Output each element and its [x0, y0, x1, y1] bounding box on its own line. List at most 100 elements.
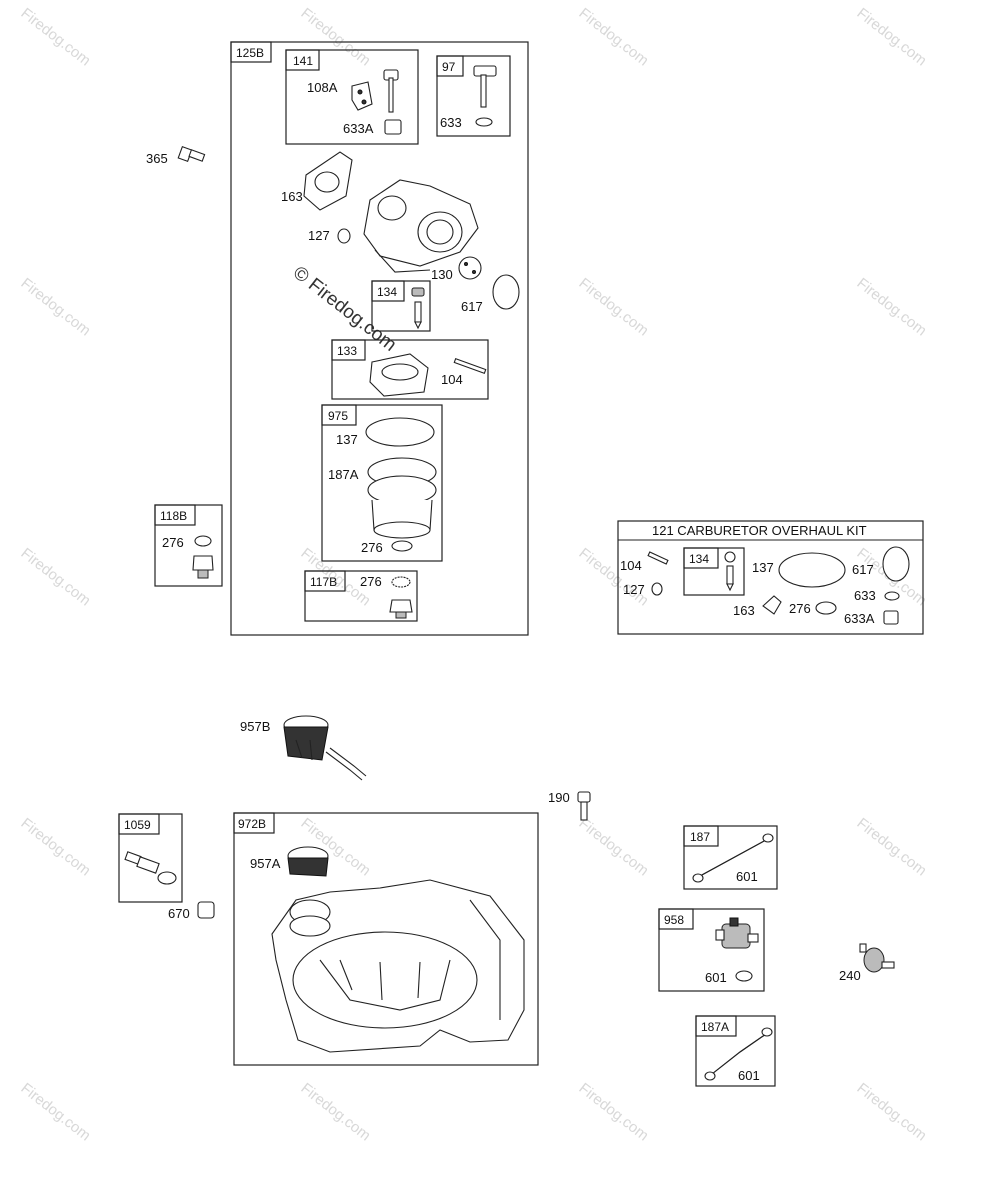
part-label: 163: [733, 603, 755, 618]
part-label: 670: [168, 906, 190, 921]
part-label: 617: [461, 299, 483, 314]
group-box-141: [285, 49, 419, 145]
group-tag-187: 187: [690, 830, 710, 844]
group-box-975: [321, 404, 443, 562]
part-134-needle: [724, 551, 736, 592]
part-163: [303, 151, 353, 211]
part-957A-cap: [287, 846, 329, 877]
watermark: Firedog.com: [18, 275, 94, 340]
part-137: [778, 552, 846, 588]
part-190: [577, 791, 591, 821]
part-617: [492, 274, 520, 310]
part-label: 601: [705, 970, 727, 985]
group-tag-133: 133: [337, 344, 357, 358]
group-tag-box: [230, 41, 272, 63]
part-127: [337, 228, 351, 244]
part-133-float: [369, 353, 429, 397]
part-276: [815, 601, 837, 615]
part-label: 365: [146, 151, 168, 166]
group-box-958: [658, 908, 765, 992]
part-117B-bolt: [389, 576, 413, 619]
part-130: [458, 256, 482, 280]
watermark: Firedog.com: [18, 5, 94, 70]
watermark: Firedog.com: [576, 1080, 652, 1145]
part-163: [762, 595, 782, 615]
group-tag-134: 134: [377, 285, 397, 299]
part-label: 240: [839, 968, 861, 983]
watermark: Firedog.com: [576, 545, 652, 610]
part-118B-bolt: [192, 535, 214, 579]
group-tag-1059: 1059: [124, 818, 151, 832]
watermark: Firedog.com: [18, 815, 94, 880]
part-label: 130: [431, 267, 453, 282]
part-276: [391, 540, 413, 552]
group-tag-118B: 118B: [160, 509, 187, 523]
part-633: [884, 591, 900, 601]
group-tag-141: 141: [293, 54, 313, 68]
part-187-fuel-line: [692, 833, 774, 883]
group-tag-125B: 125B: [236, 46, 264, 60]
part-633A: [883, 610, 899, 625]
group-tag-97: 97: [442, 60, 456, 74]
group-tag-958: 958: [664, 913, 684, 927]
part-label: 190: [548, 790, 570, 805]
part-label: 601: [736, 869, 758, 884]
group-tag-134-kit: 134: [689, 552, 709, 566]
part-670: [197, 901, 215, 919]
group-box-125B: [230, 41, 529, 636]
part-carburetor-body: [363, 179, 479, 273]
part-label: 104: [620, 558, 642, 573]
part-137: [365, 417, 435, 447]
kit-title: 121 CARBURETOR OVERHAUL KIT: [652, 523, 867, 538]
part-240-fuel-filter: [859, 943, 895, 973]
part-label: 633: [854, 588, 876, 603]
part-label: 601: [738, 1068, 760, 1083]
part-104: [453, 357, 487, 375]
part-957B-cap: [283, 715, 367, 781]
part-label: 617: [852, 562, 874, 577]
part-1059-valve: [124, 851, 177, 885]
part-label: 108A: [307, 80, 338, 95]
part-label: 633: [440, 115, 462, 130]
group-tag-975: 975: [328, 409, 348, 423]
part-label: 127: [308, 228, 330, 243]
group-box-133: [331, 339, 489, 400]
part-label: 957A: [250, 856, 281, 871]
part-label: 276: [789, 601, 811, 616]
part-label: 276: [361, 540, 383, 555]
part-97: [473, 65, 497, 127]
part-127: [651, 582, 663, 596]
part-label: 137: [752, 560, 774, 575]
part-label: 276: [360, 574, 382, 589]
watermark: Firedog.com: [18, 1080, 94, 1145]
watermark: Firedog.com: [576, 815, 652, 880]
watermark: Firedog.com: [854, 1080, 930, 1145]
watermark: Firedog.com: [298, 1080, 374, 1145]
part-label: 163: [281, 189, 303, 204]
part-label: 137: [336, 432, 358, 447]
part-label: 104: [441, 372, 463, 387]
part-label: 633A: [844, 611, 875, 626]
group-box-972B: [233, 812, 539, 1066]
watermark: Firedog.com: [576, 275, 652, 340]
watermark-main: © Firedog.com: [289, 262, 400, 355]
watermark: Firedog.com: [576, 5, 652, 70]
group-box-97: [436, 55, 511, 137]
watermark: Firedog.com: [854, 5, 930, 70]
group-tag-972B: 972B: [238, 817, 266, 831]
part-label: 957B: [240, 719, 270, 734]
group-tag-117B: 117B: [310, 575, 337, 589]
part-label: 276: [162, 535, 184, 550]
part-187A-fuel-line: [704, 1027, 773, 1081]
part-104: [647, 551, 669, 565]
part-601: [735, 970, 753, 982]
group-box-117B: [304, 570, 418, 622]
group-box-121-kit: [617, 520, 924, 635]
part-617: [882, 546, 910, 582]
group-tag-187A: 187A: [701, 1020, 729, 1034]
part-972B-fuel-tank: [271, 879, 525, 1053]
part-365: 365: [146, 145, 206, 166]
watermark: Firedog.com: [854, 815, 930, 880]
group-box-187: [683, 825, 778, 890]
